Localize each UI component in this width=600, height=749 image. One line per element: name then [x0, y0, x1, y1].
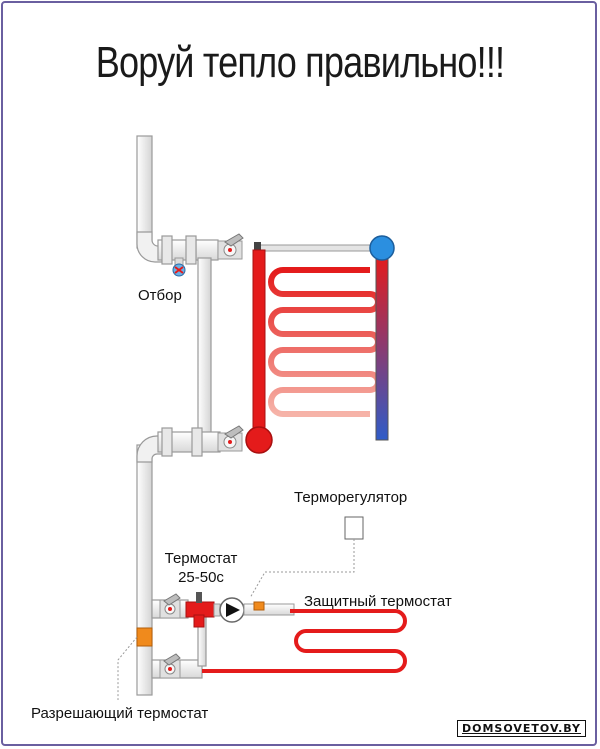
thermostat-label-line1: Термостат: [164, 550, 238, 567]
thermostat-mixing-valve: [185, 592, 215, 628]
upper-radiator-valve: [217, 233, 244, 260]
thermoregulator-box: [344, 516, 364, 540]
protective-thermostat-label: Защитный термостат: [304, 593, 452, 610]
thermoregulator-label: Терморегулятор: [294, 489, 408, 506]
page-title: Воруй тепло правильно!!!: [95, 38, 505, 87]
permissive-thermostat-sensor: [136, 627, 153, 647]
bypass-pipe: [197, 257, 212, 437]
permissive-thermostat-label: Разрешающий термостат: [31, 705, 209, 722]
otbor-tap-valve: [172, 257, 186, 277]
otbor-label: Отбор: [138, 287, 182, 304]
lower-tee-fitting: [136, 427, 221, 463]
supply-pipe-out: [243, 603, 295, 616]
supply-valve: [159, 593, 181, 619]
lower-radiator-valve: [217, 425, 244, 452]
circulation-pump: [213, 597, 245, 623]
towel-rail-radiator: [245, 235, 395, 454]
thermostat-label: Термостат 25-50с: [156, 549, 246, 587]
permissive-thermostat-wire: [117, 636, 138, 700]
protective-thermostat-sensor: [253, 601, 265, 611]
thermoregulator-wire: [249, 539, 355, 599]
floor-heating-loop: [202, 609, 407, 673]
thermostat-label-line2: 25-50с: [178, 569, 224, 586]
site-watermark[interactable]: DOMSOVETOV.BY: [456, 720, 586, 737]
main-riser-pipe: [136, 135, 153, 696]
return-valve: [159, 653, 181, 679]
